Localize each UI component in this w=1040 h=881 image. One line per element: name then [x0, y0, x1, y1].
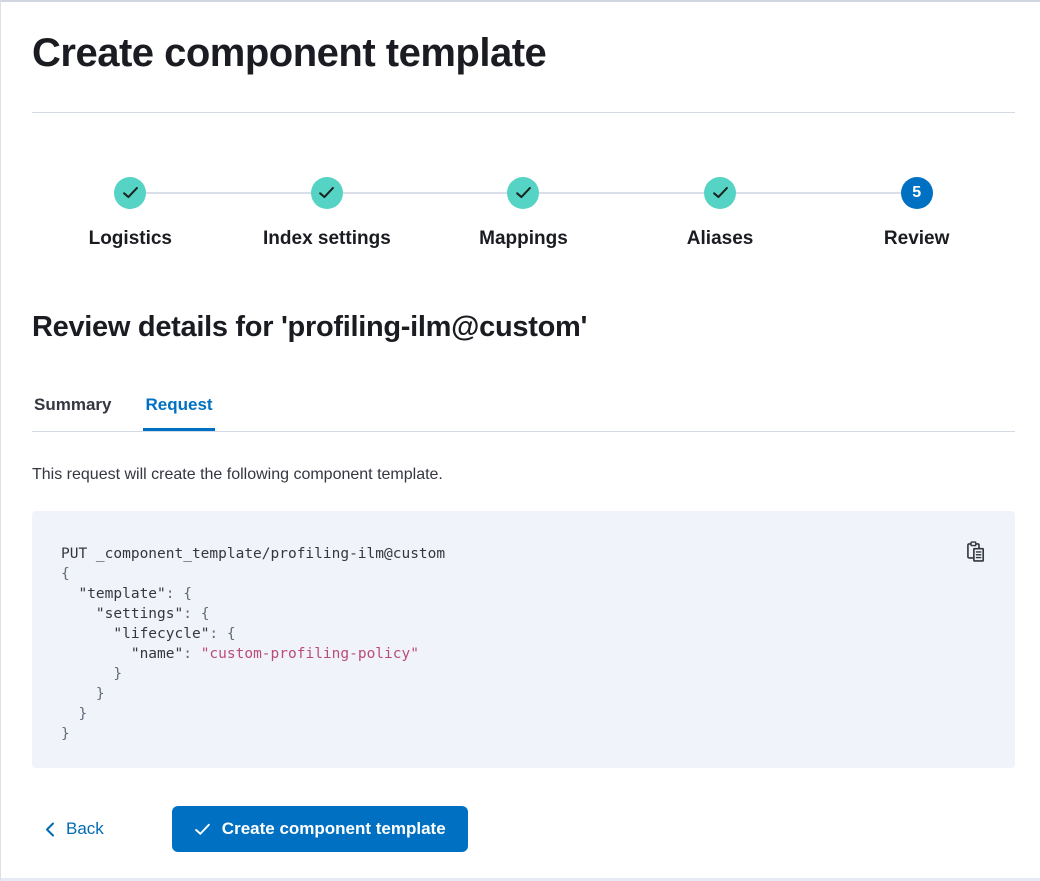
- step-label: Mappings: [479, 228, 568, 249]
- create-component-template-button-label: Create component template: [221, 819, 446, 838]
- step-label: Aliases: [686, 228, 754, 249]
- create-component-template-button[interactable]: Create component template: [171, 806, 468, 852]
- request-code-block: PUT _component_template/profiling-ilm@cu…: [32, 511, 1015, 768]
- review-heading: Review details for 'profiling-ilm@custom…: [32, 311, 588, 343]
- step-label: Review: [883, 228, 950, 249]
- check-icon: [704, 177, 737, 209]
- page-title: Create component template: [32, 31, 547, 75]
- check-icon: [194, 822, 211, 837]
- step-label: Index settings: [263, 228, 391, 249]
- step-number: 5: [912, 184, 922, 201]
- request-description: This request will create the following c…: [32, 466, 443, 483]
- check-icon: [310, 177, 343, 209]
- back-button[interactable]: Back: [32, 809, 116, 849]
- wizard-footer: Back Create component template: [32, 806, 1015, 852]
- tab-request[interactable]: Request: [143, 393, 214, 431]
- tab-summary[interactable]: Summary: [32, 393, 113, 431]
- step-label: Logistics: [88, 228, 172, 249]
- back-button-label: Back: [66, 819, 104, 838]
- check-icon: [507, 177, 540, 209]
- step-index-settings[interactable]: Index settings: [229, 177, 426, 251]
- check-icon: [114, 177, 147, 209]
- step-aliases[interactable]: Aliases: [622, 177, 819, 251]
- chevron-left-icon: [44, 821, 56, 838]
- step-mappings[interactable]: Mappings: [425, 177, 622, 251]
- title-divider: [32, 112, 1015, 113]
- step-number-badge: 5: [900, 177, 933, 209]
- step-logistics[interactable]: Logistics: [32, 177, 229, 251]
- lower-panel-edge: [1, 878, 1040, 881]
- request-code: PUT _component_template/profiling-ilm@cu…: [61, 546, 446, 742]
- copy-clipboard-icon: [966, 541, 985, 562]
- review-tabs: Summary Request: [32, 393, 1015, 432]
- copy-to-clipboard-button[interactable]: [964, 539, 987, 564]
